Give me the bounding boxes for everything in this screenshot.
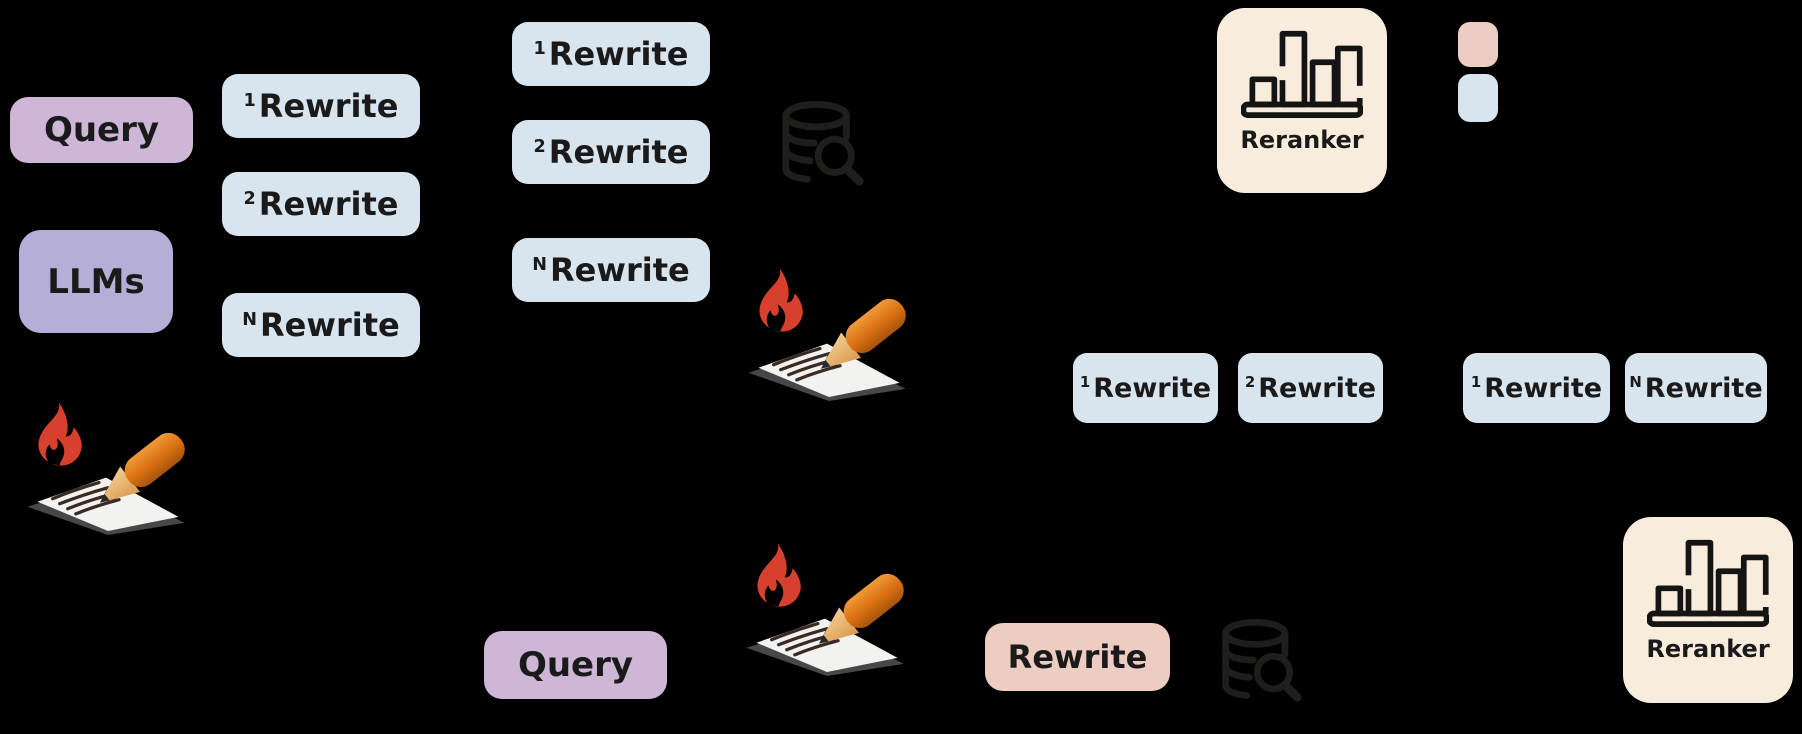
- query-box-top: Query: [10, 97, 193, 163]
- rewrite-box-col2-1: 1Rewrite: [512, 22, 710, 86]
- rewrite-box-col1-2: 2Rewrite: [222, 172, 420, 236]
- rewrite-box-col1-1: 1Rewrite: [222, 74, 420, 138]
- legend-swatch-blue: [1458, 74, 1498, 122]
- finetune-writing-icon: [744, 543, 906, 676]
- finetune-writing-icon: [25, 402, 187, 535]
- query-label: Query: [43, 110, 160, 150]
- rewrite-label: NRewrite: [242, 306, 400, 344]
- rewrite-label: 1Rewrite: [533, 35, 689, 73]
- rewrite-box-col2-2: 2Rewrite: [512, 120, 710, 184]
- reranker-label: Reranker: [1240, 126, 1364, 154]
- rewrite-label: 2Rewrite: [533, 133, 689, 171]
- barchart-icon: [1647, 533, 1769, 629]
- database-search-icon: [1216, 618, 1306, 706]
- query-label: Query: [517, 645, 634, 685]
- query-box-bottom: Query: [484, 631, 667, 699]
- legend-swatch-salmon: [1458, 22, 1498, 67]
- rewrite-label: Rewrite: [1007, 638, 1148, 676]
- rewrite-label: 1Rewrite: [243, 87, 399, 125]
- rewrite-box-col2-n: NRewrite: [512, 238, 710, 302]
- rewrite-box-salmon: Rewrite: [985, 623, 1170, 691]
- rewrite-box-col1-n: NRewrite: [222, 293, 420, 357]
- finetune-writing-icon: [746, 268, 908, 401]
- reranker-label: Reranker: [1646, 635, 1770, 663]
- barchart-icon: [1241, 24, 1363, 120]
- llms-box: LLMs: [19, 230, 173, 333]
- llms-label: LLMs: [47, 261, 145, 302]
- rewrite-label: NRewrite: [532, 251, 690, 289]
- database-search-icon: [776, 100, 868, 190]
- rewrite-label: 2Rewrite: [243, 185, 399, 223]
- reranker-box-top: Reranker: [1217, 8, 1387, 193]
- reranker-box-bottom: Reranker: [1623, 517, 1793, 703]
